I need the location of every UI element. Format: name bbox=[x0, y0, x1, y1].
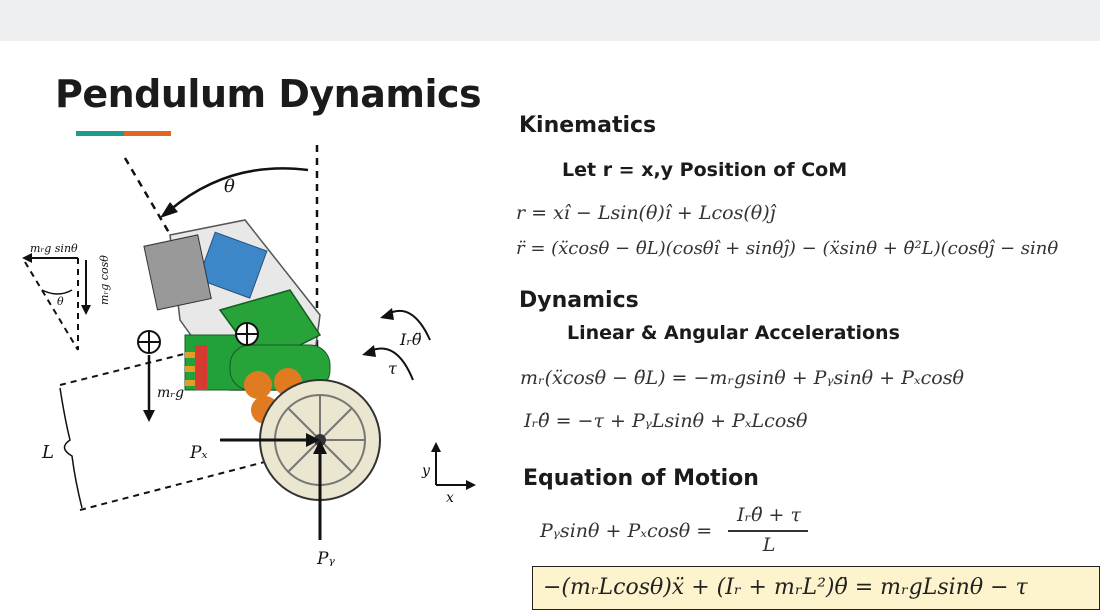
final-equation-box: −(mᵣLcosθ)ẍ + (Iᵣ + mᵣL²)θ̈ = mᵣgLsinθ −… bbox=[532, 566, 1100, 610]
eom-lhs: Pᵧsinθ + Pₓcosθ = bbox=[540, 520, 713, 542]
axis-x-label: x bbox=[446, 490, 454, 506]
length-label: L bbox=[41, 442, 54, 463]
mg-label: mᵣg bbox=[157, 385, 184, 401]
acceleration-equation: r̈ = (ẍcosθ − θ̈L)(cosθî + sinθĵ) − (ẍsi… bbox=[516, 238, 1059, 259]
length-brace bbox=[59, 387, 83, 509]
triangle-theta-label: θ bbox=[57, 295, 64, 308]
robot-illustration bbox=[143, 219, 381, 501]
eom-heading: Equation of Motion bbox=[523, 466, 759, 491]
eom-denominator: L bbox=[762, 534, 776, 556]
theta-label: θ bbox=[224, 176, 235, 197]
eom-numerator: Iᵣθ̈ + τ bbox=[736, 504, 802, 526]
inertia-label: Iᵣθ̈ bbox=[399, 330, 422, 349]
slide-title: Pendulum Dynamics bbox=[55, 72, 482, 116]
px-label: Pₓ bbox=[189, 443, 207, 463]
title-accent-teal bbox=[76, 131, 124, 136]
theta-arc bbox=[169, 167, 309, 211]
mg-sin-label: mᵣg sinθ bbox=[30, 242, 78, 255]
axis-y-label: y bbox=[421, 463, 431, 479]
mg-cos-label: mᵣg cosθ bbox=[98, 255, 111, 305]
py-label: Pᵧ bbox=[316, 549, 335, 569]
theta-arrowhead bbox=[160, 202, 178, 218]
top-bar bbox=[0, 0, 1100, 41]
dynamics-heading: Dynamics bbox=[519, 288, 639, 313]
linear-equation: mᵣ(ẍcosθ − θ̈L) = −mᵣgsinθ + Pᵧsinθ + Pₓ… bbox=[520, 367, 964, 389]
angular-equation: Iᵣθ̈ = −τ + PᵧLsinθ + PₓLcosθ bbox=[524, 410, 808, 432]
position-equation: r = xî − Lsin(θ)î + Lcos(θ)ĵ bbox=[516, 202, 776, 224]
eom-fraction-line bbox=[728, 530, 808, 532]
pendulum-robot-diagram: θ θ mᵣg sinθ mᵣg cosθ mᵣg L bbox=[22, 145, 476, 569]
tau-label: τ bbox=[388, 359, 398, 378]
kinematics-subheading: Let r = x,y Position of CoM bbox=[562, 159, 848, 181]
final-equation: −(mᵣLcosθ)ẍ + (Iᵣ + mᵣL²)θ̈ = mᵣgLsinθ −… bbox=[543, 575, 1028, 600]
title-accent-orange bbox=[124, 131, 171, 136]
kinematics-heading: Kinematics bbox=[519, 113, 657, 138]
dynamics-subheading: Linear & Angular Accelerations bbox=[567, 322, 900, 344]
